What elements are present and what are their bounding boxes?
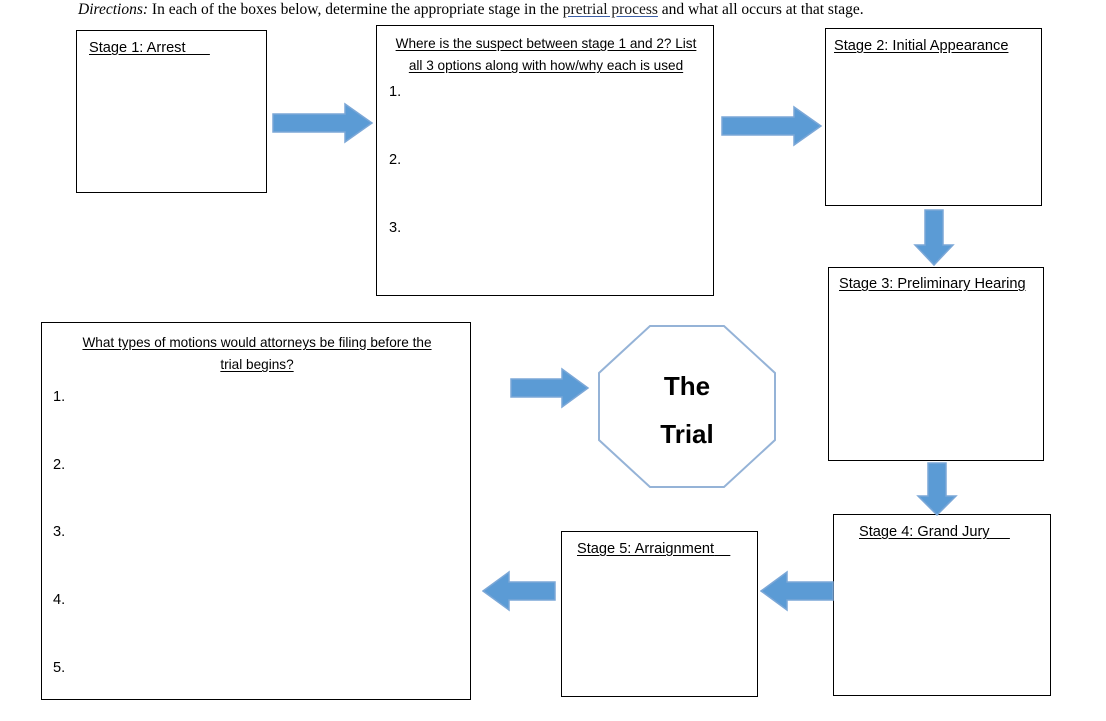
- arrow-stage5-to-motions: [481, 570, 556, 612]
- arrow-stage3-to-stage4: [916, 462, 958, 517]
- title-rule: [990, 524, 1010, 540]
- box-stage-1-arrest[interactable]: Stage 1: Arrest: [76, 30, 267, 193]
- box-stage-2-title: Stage 2: Initial Appearance: [834, 37, 1034, 56]
- directions-text-after: and what all occurs at that stage.: [657, 1, 864, 18]
- box-suspect-question-title-line1: Where is the suspect between stage 1 and…: [395, 36, 697, 51]
- arrow-stage1-to-suspect: [272, 102, 374, 144]
- box-stage-1-title: Stage 1: Arrest: [89, 39, 254, 58]
- arrow-motions-to-trial: [510, 367, 590, 409]
- box-stage-5-title: Stage 5: Arraignment: [577, 540, 757, 559]
- directions-label: Directions:: [78, 1, 149, 18]
- title-rule: [186, 40, 210, 56]
- list-item: 3.: [389, 220, 402, 236]
- box-stage-4-title-text: Stage 4: Grand Jury: [859, 524, 990, 540]
- arrow-down-icon: [913, 209, 955, 267]
- box-stage-3-title-text: Stage 3: Preliminary Hearing: [839, 276, 1026, 292]
- arrow-stage2-to-stage3: [913, 209, 955, 267]
- directions-line: Directions: In each of the boxes below, …: [78, 0, 1088, 20]
- octagon-label-line1: The: [663, 371, 711, 401]
- arrow-down-icon: [916, 462, 958, 517]
- box-suspect-question-title-line2: all 3 options along with how/why each is…: [408, 58, 684, 73]
- box-suspect-question[interactable]: Where is the suspect between stage 1 and…: [376, 25, 714, 296]
- title-rule: [714, 541, 730, 557]
- box-stage-5-title-text: Stage 5: Arraignment: [577, 541, 715, 557]
- arrow-right-icon: [721, 105, 823, 147]
- arrow-right-icon: [272, 102, 374, 144]
- arrow-stage4-to-stage5: [759, 570, 834, 612]
- arrow-left-icon: [759, 570, 834, 612]
- box-motions-question-title: What types of motions would attorneys be…: [55, 332, 459, 376]
- box-stage-5-arraignment[interactable]: Stage 5: Arraignment: [561, 531, 758, 697]
- box-motions-question-title-line1: What types of motions would attorneys be…: [82, 335, 432, 350]
- list-item: 5.: [53, 660, 66, 676]
- list-item: 4.: [53, 592, 66, 608]
- list-item: 2.: [389, 152, 402, 168]
- list-item: 2.: [53, 457, 66, 473]
- list-item: 3.: [53, 524, 66, 540]
- box-stage-3-title: Stage 3: Preliminary Hearing: [839, 275, 1039, 294]
- octagon-label-line2: Trial: [660, 419, 714, 449]
- box-stage-3-preliminary-hearing[interactable]: Stage 3: Preliminary Hearing: [828, 267, 1044, 461]
- arrow-left-icon: [481, 570, 556, 612]
- box-suspect-question-title: Where is the suspect between stage 1 and…: [391, 33, 701, 77]
- list-item: 1.: [53, 389, 66, 405]
- box-stage-2-initial-appearance[interactable]: Stage 2: Initial Appearance: [825, 28, 1042, 206]
- box-stage-4-grand-jury[interactable]: Stage 4: Grand Jury: [833, 514, 1051, 696]
- box-motions-question-title-line2: trial begins?: [220, 357, 294, 372]
- arrow-suspect-to-stage2: [721, 105, 823, 147]
- pretrial-process-link[interactable]: pretrial process: [562, 1, 658, 18]
- list-item: 1.: [389, 84, 402, 100]
- box-motions-question[interactable]: What types of motions would attorneys be…: [41, 322, 471, 700]
- box-stage-1-title-text: Stage 1: Arrest: [89, 40, 186, 56]
- box-stage-2-title-text: Stage 2: Initial Appearance: [834, 38, 1009, 54]
- octagon-shape: [598, 325, 776, 488]
- directions-text-before: In each of the boxes below, determine th…: [148, 1, 563, 18]
- box-stage-4-title: Stage 4: Grand Jury: [859, 523, 1044, 542]
- octagon-label: The Trial: [598, 362, 776, 458]
- arrow-right-icon: [510, 367, 590, 409]
- octagon-the-trial[interactable]: The Trial: [598, 325, 776, 488]
